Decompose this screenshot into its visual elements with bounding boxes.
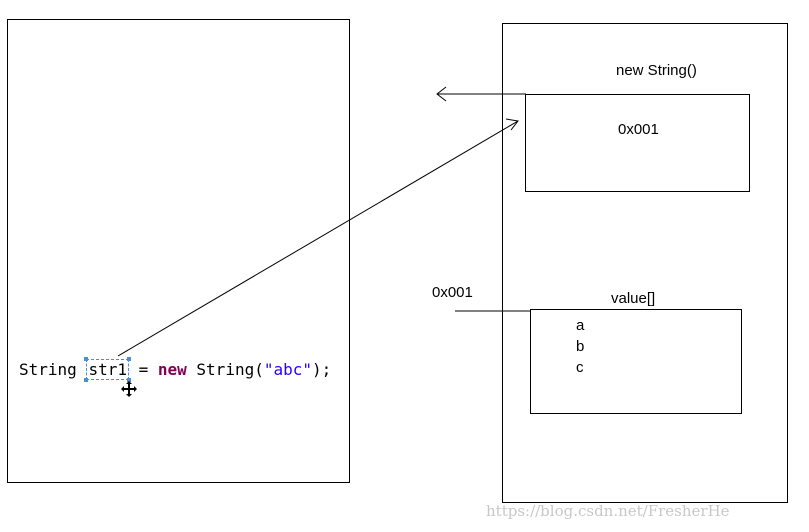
string-object-address: 0x001	[618, 121, 659, 138]
string-object-title: new String()	[616, 62, 697, 79]
code-literal: "abc"	[263, 360, 313, 379]
char-array-title: value[]	[611, 290, 656, 307]
selection-handle[interactable]	[126, 357, 131, 361]
reference-arrowhead	[505, 118, 519, 131]
code-line: String str1 = new String("abc");	[19, 357, 332, 382]
outgoing-arrowhead	[436, 86, 447, 102]
selection-handle[interactable]	[126, 378, 131, 382]
value-pointer-label: 0x001	[432, 284, 473, 301]
code-keyword: new	[157, 360, 187, 379]
char-array-item: a	[576, 317, 585, 334]
reference-arrow-line	[117, 120, 519, 357]
code-variable: str1	[88, 360, 127, 379]
code-close: );	[312, 360, 332, 379]
string-object-box	[525, 94, 750, 192]
selection-handle[interactable]	[84, 378, 89, 382]
char-array-box	[530, 309, 742, 414]
selection-handle[interactable]	[84, 357, 89, 361]
code-type: String	[19, 360, 77, 379]
heap-area	[502, 23, 788, 503]
stack-area	[7, 19, 350, 483]
code-assign: =	[128, 360, 158, 379]
watermark: https://blog.csdn.net/FresherHe	[486, 502, 730, 520]
code-constructor: String(	[186, 360, 264, 379]
selected-variable[interactable]: str1	[84, 357, 131, 382]
char-array-item: b	[576, 338, 585, 355]
char-array-item: c	[576, 359, 584, 376]
move-cursor-icon	[121, 381, 137, 397]
